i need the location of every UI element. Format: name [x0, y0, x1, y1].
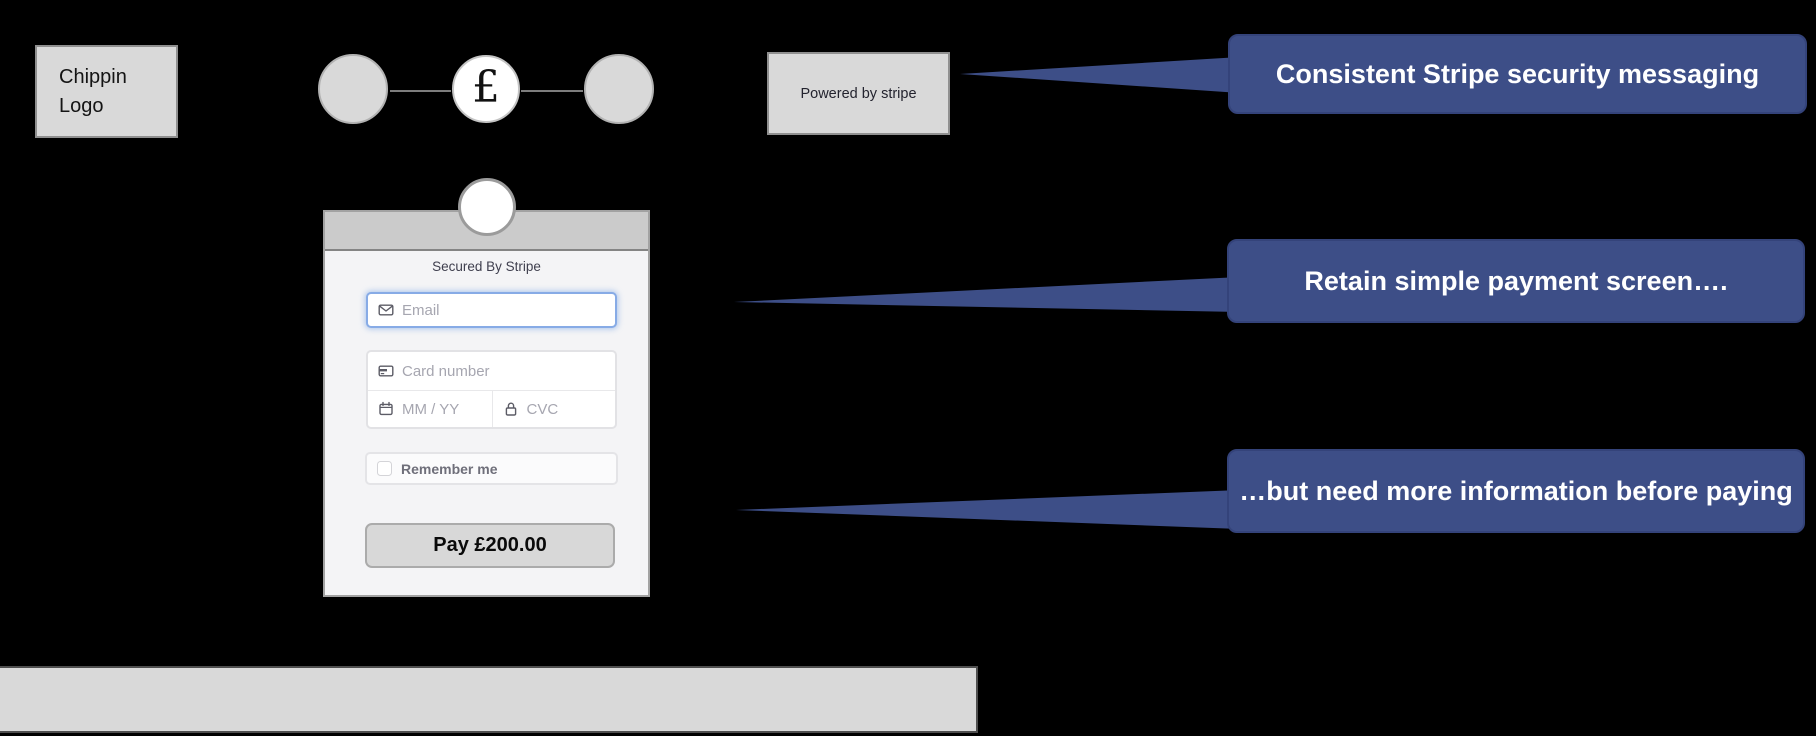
step-circle-left [318, 54, 388, 124]
remember-me-checkbox[interactable] [377, 461, 392, 476]
step-connector-right [521, 90, 583, 92]
callout-more-information: …but need more information before paying [1227, 449, 1805, 533]
callout-pointer-1 [960, 57, 1240, 93]
logo-text-line2: Logo [59, 94, 104, 117]
cvc-cell [491, 391, 615, 427]
expiry-cvc-row [368, 391, 615, 427]
callout-label: …but need more information before paying [1239, 475, 1793, 506]
powered-by-stripe-badge: Powered by stripe [767, 52, 950, 135]
callout-pointer-3 [736, 490, 1240, 529]
pay-button[interactable]: Pay £200.00 [365, 523, 615, 568]
callout-pointer-2 [734, 277, 1240, 312]
email-input[interactable] [402, 301, 615, 319]
stripe-checkout-modal: Secured By Stripe [323, 178, 650, 597]
powered-by-stripe-label: Powered by stripe [800, 85, 917, 102]
remember-me-label: Remember me [401, 460, 498, 477]
secured-by-stripe-note: Secured By Stripe [432, 259, 541, 274]
calendar-icon [379, 402, 393, 416]
step-connector-left [390, 90, 451, 92]
callout-simple-payment: Retain simple payment screen…. [1227, 239, 1805, 323]
card-details-group [366, 350, 617, 429]
email-field-container [366, 292, 617, 328]
merchant-avatar-circle [458, 178, 516, 236]
credit-card-icon [378, 365, 394, 377]
logo-text-line1: Chippin [59, 65, 127, 88]
envelope-icon [378, 304, 394, 316]
expiry-input[interactable] [402, 400, 492, 418]
remember-me-row[interactable]: Remember me [365, 452, 618, 485]
callout-label: Consistent Stripe security messaging [1275, 58, 1760, 89]
chippin-logo-placeholder: Chippin Logo [35, 45, 178, 138]
card-number-input[interactable] [402, 362, 615, 380]
expiry-cell [368, 391, 492, 427]
callout-label: Retain simple payment screen…. [1304, 265, 1728, 296]
cvc-input[interactable] [526, 400, 615, 418]
bottom-placeholder-bar [0, 666, 978, 733]
step-circle-currency: £ [452, 55, 520, 123]
step-circle-right [584, 54, 654, 124]
lock-icon [505, 402, 516, 416]
card-number-row [368, 352, 615, 392]
callout-security-messaging: Consistent Stripe security messaging [1228, 34, 1807, 114]
pound-symbol: £ [472, 61, 500, 113]
